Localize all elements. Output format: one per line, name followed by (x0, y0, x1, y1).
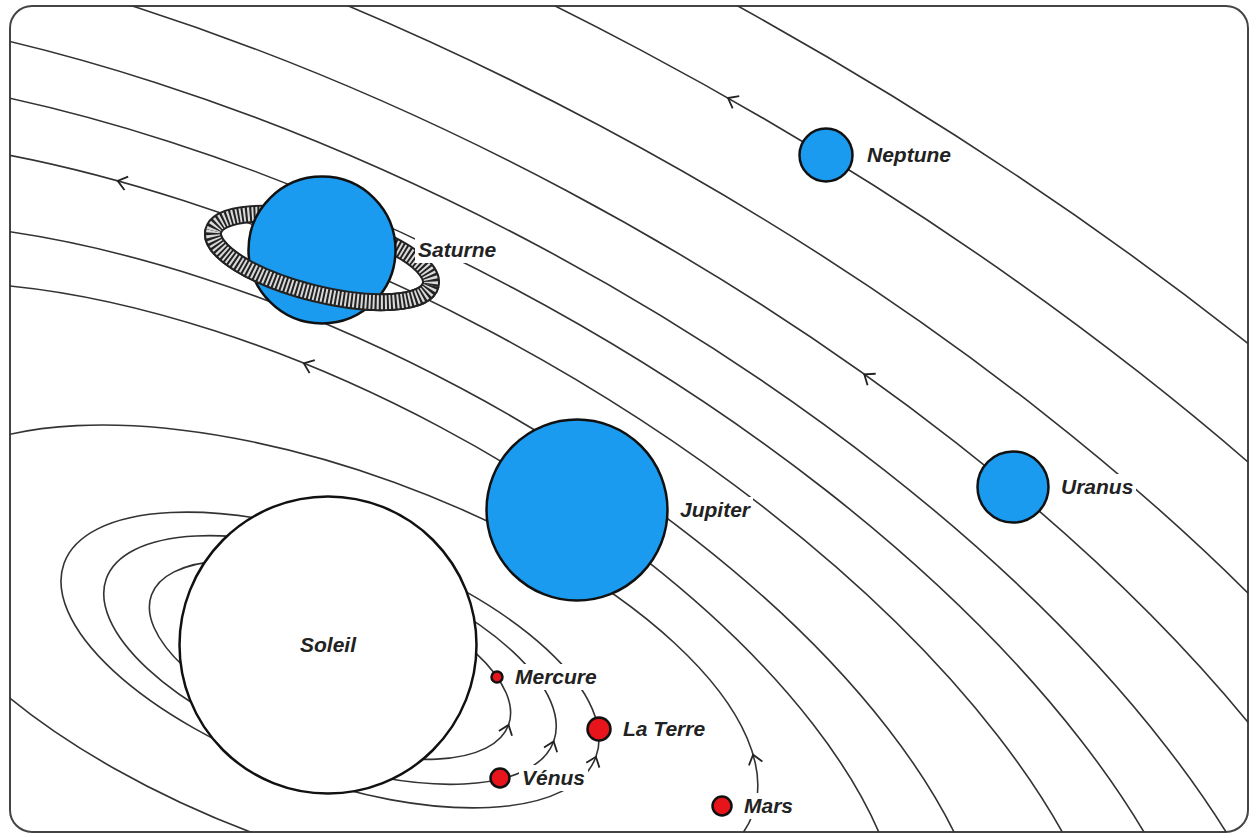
planet-circle: Neptune (798, 127, 854, 183)
planet-circle: Mars (711, 795, 733, 817)
planet-label: Uranus (1058, 474, 1136, 499)
planet-label: Jupiter (677, 497, 753, 522)
planet-circle: La Terre (586, 716, 612, 742)
planet-label: La Terre (620, 716, 708, 741)
planet-label: Mercure (512, 664, 600, 689)
inner-orbits (10, 328, 818, 832)
planet-label: Saturne (415, 237, 499, 262)
circle-shape (485, 418, 669, 602)
planet-circle: Vénus (489, 767, 511, 789)
circle-shape (489, 767, 511, 789)
planet-circle: Mercure (490, 670, 504, 684)
planet-circle: Saturne (247, 175, 397, 325)
planet-circle: Uranus (976, 450, 1050, 524)
circle-shape (247, 175, 397, 325)
planet-label: Vénus (519, 765, 588, 790)
frame (10, 6, 1248, 832)
orbit-arrows (78, 6, 960, 609)
planet-label: Mars (741, 793, 796, 818)
planet-label: Neptune (864, 142, 954, 167)
circle-shape (586, 716, 612, 742)
circle-shape (711, 795, 733, 817)
planet-circle: Jupiter (485, 418, 669, 602)
circle-shape (798, 127, 854, 183)
outer-orbits (10, 6, 1248, 832)
sun-circle: Soleil (178, 495, 478, 795)
circle-shape (976, 450, 1050, 524)
circle-shape (490, 670, 504, 684)
sun-label: Soleil (297, 632, 359, 657)
